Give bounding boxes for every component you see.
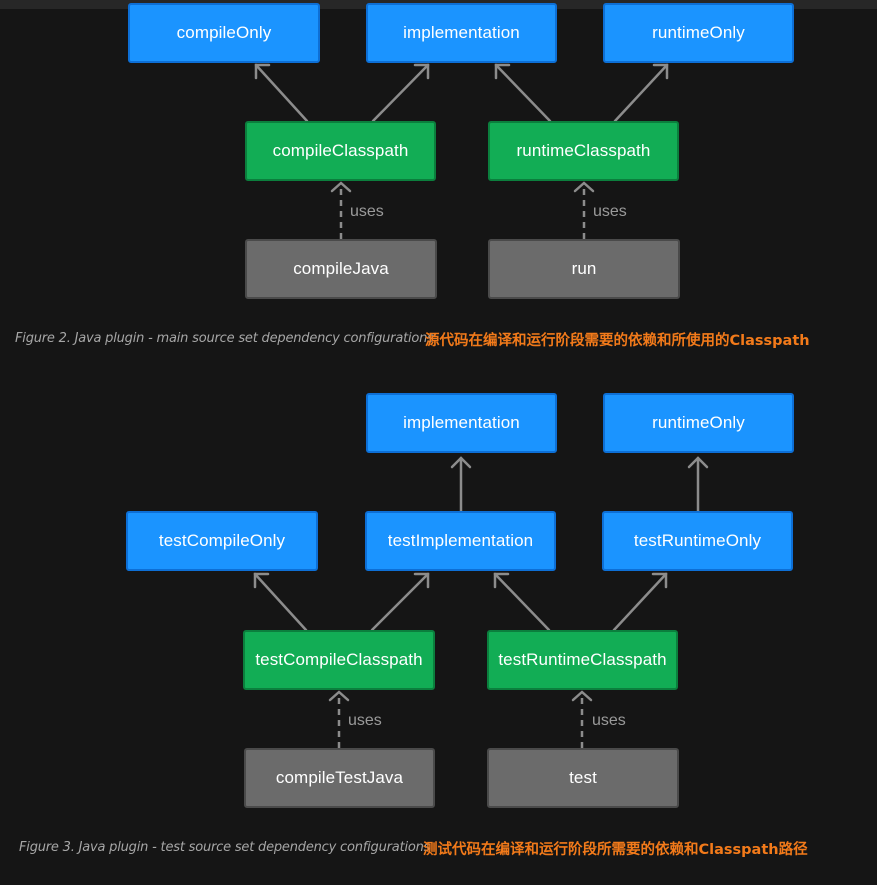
node-compileClasspath: compileClasspath xyxy=(245,121,436,181)
edge-compileClasspath-implementation xyxy=(371,63,430,123)
edge-compileClasspath-compileOnly xyxy=(254,63,309,123)
figure3-caption: Figure 3. Java plugin - test source set … xyxy=(19,840,431,855)
edge-testRuntimeOnly-runtimeOnly xyxy=(687,456,709,513)
arrowhead-compileTestJava xyxy=(328,690,350,702)
edge-testRuntimeClasspath-testImplementation xyxy=(493,572,551,632)
node-runtimeOnly-test: runtimeOnly xyxy=(603,393,794,453)
node-testCompileClasspath: testCompileClasspath xyxy=(243,630,435,690)
node-testImplementation: testImplementation xyxy=(365,511,556,571)
edge-testImplementation-implementation xyxy=(450,456,472,513)
uses-label-compileTestJava: uses xyxy=(348,712,382,729)
edge-testCompileClasspath-testCompileOnly xyxy=(253,572,308,632)
edge-testCompileClasspath-testImplementation xyxy=(370,572,430,632)
edge-testRuntimeClasspath-testRuntimeOnly xyxy=(612,572,668,632)
node-testCompileOnly: testCompileOnly xyxy=(126,511,318,571)
arrowhead-compileJava xyxy=(330,181,352,193)
node-runtimeOnly: runtimeOnly xyxy=(603,3,794,63)
figure2-caption: Figure 2. Java plugin - main source set … xyxy=(15,331,434,346)
node-test: test xyxy=(487,748,679,808)
uses-label-compileJava: uses xyxy=(350,203,384,220)
node-testRuntimeClasspath: testRuntimeClasspath xyxy=(487,630,678,690)
figure3-note: 测试代码在编译和运行阶段所需要的依赖和Classpath路径 xyxy=(423,842,808,858)
edge-runtimeClasspath-implementation xyxy=(494,63,552,123)
edge-runtimeClasspath-runtimeOnly xyxy=(613,63,669,123)
node-runtimeClasspath: runtimeClasspath xyxy=(488,121,679,181)
arrowhead-test xyxy=(571,690,593,702)
node-compileOnly: compileOnly xyxy=(128,3,320,63)
node-compileTestJava: compileTestJava xyxy=(244,748,435,808)
uses-label-test: uses xyxy=(592,712,626,729)
node-implementation-test: implementation xyxy=(366,393,557,453)
node-run: run xyxy=(488,239,680,299)
figure2-note: 源代码在编译和运行阶段需要的依赖和所使用的Classpath xyxy=(425,333,810,349)
uses-label-run: uses xyxy=(593,203,627,220)
node-testRuntimeOnly: testRuntimeOnly xyxy=(602,511,793,571)
node-compileJava: compileJava xyxy=(245,239,437,299)
node-implementation: implementation xyxy=(366,3,557,63)
arrowhead-run xyxy=(573,181,595,193)
